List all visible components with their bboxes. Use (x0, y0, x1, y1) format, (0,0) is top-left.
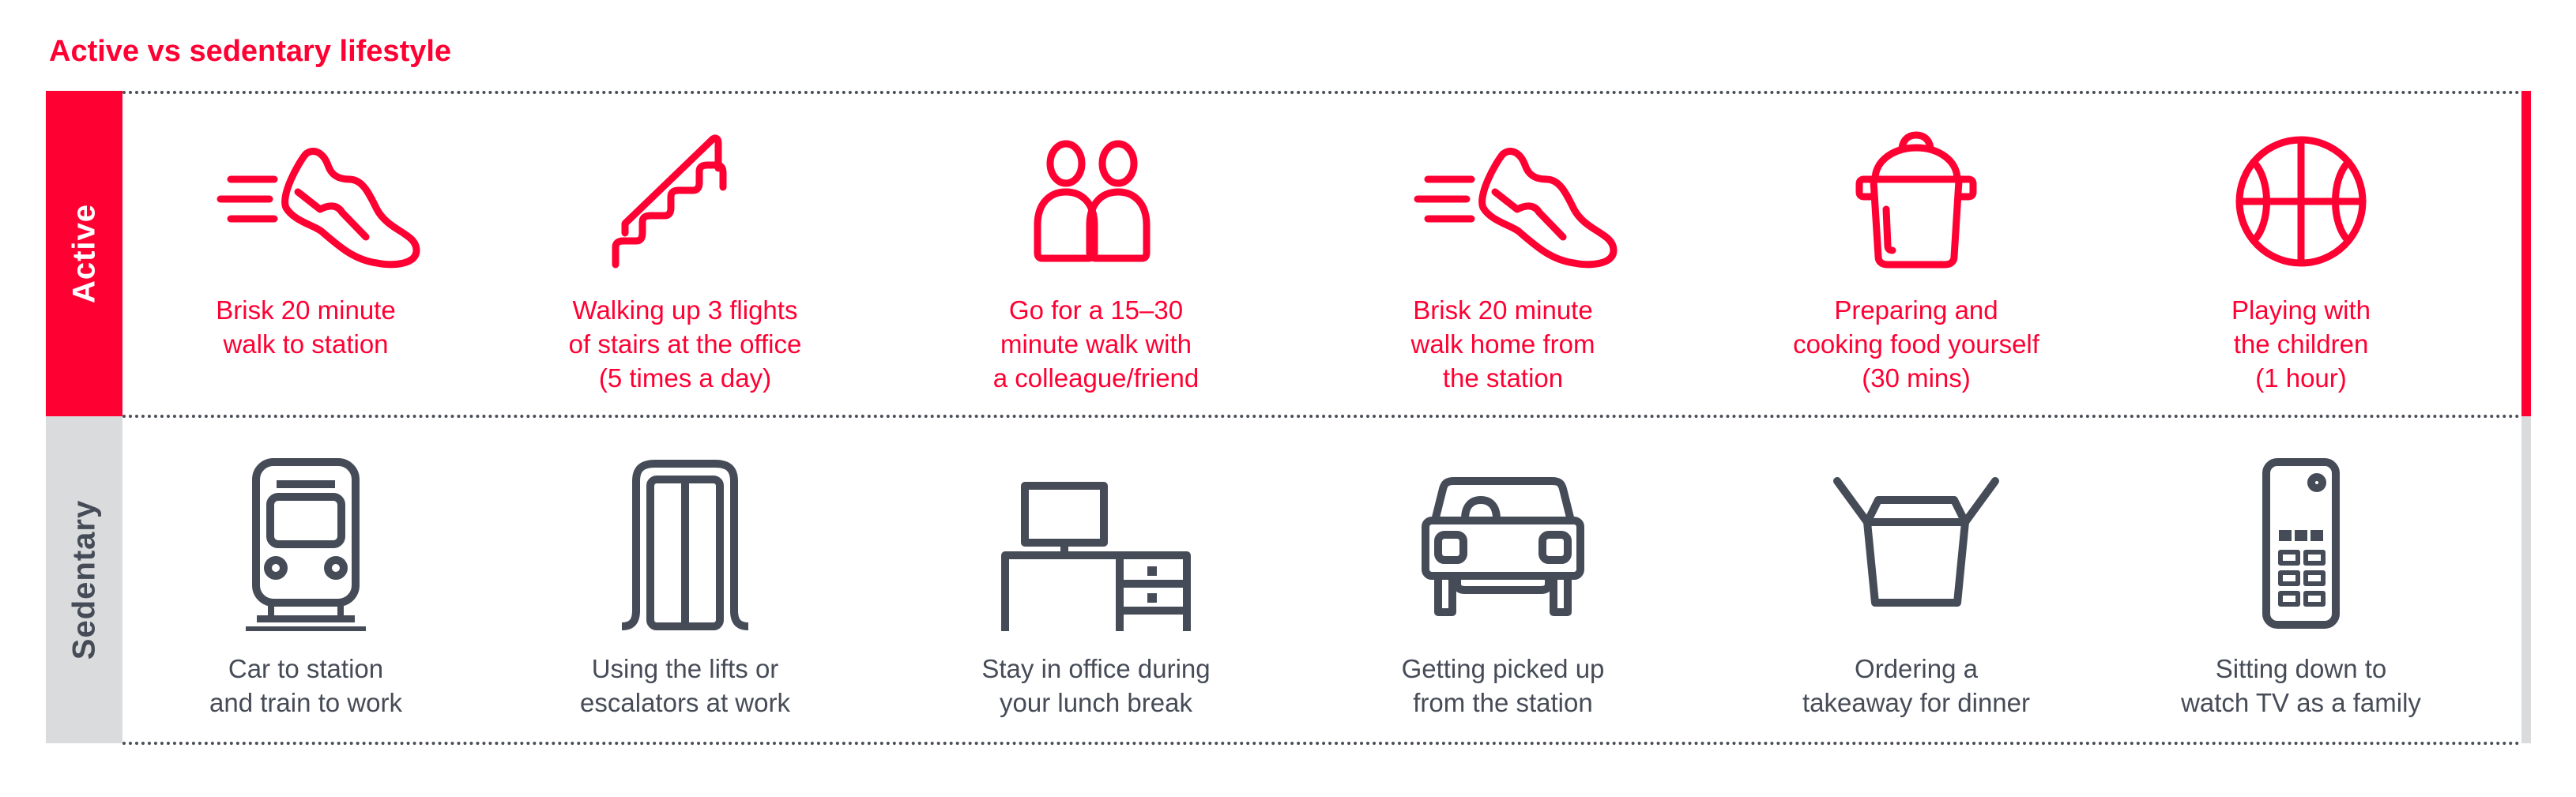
item-caption-line: of stairs at the office (568, 329, 802, 359)
divider-top (122, 91, 2521, 94)
active-right-bar (2521, 91, 2531, 416)
sedentary-row-label-bar: Sedentary (46, 416, 122, 743)
item-caption-line: (30 mins) (1862, 363, 1971, 393)
active-item: Preparing and cooking food yourself (30 … (1727, 130, 2106, 395)
item-caption-line: your lunch break (1000, 688, 1192, 717)
item-caption-line: Go for a 15–30 (1008, 295, 1184, 325)
item-caption-line: and train to work (209, 688, 402, 717)
sedentary-item: Sitting down to watch TV as a family (2111, 457, 2491, 720)
active-item: Brisk 20 minute walk home from the stati… (1313, 130, 1693, 395)
active-item: Brisk 20 minute walk to station (116, 130, 495, 361)
item-caption-line: walk home from (1410, 329, 1595, 359)
item-caption-line: Stay in office during (981, 654, 1211, 683)
lift-icon (621, 460, 749, 630)
item-caption-line: Getting picked up (1401, 654, 1605, 683)
item-caption-line: the children (2233, 329, 2369, 359)
item-caption-line: Brisk 20 minute (1413, 295, 1593, 325)
sedentary-item: Car to station and train to work (116, 457, 495, 720)
sedentary-row-label: Sedentary (66, 499, 101, 660)
item-caption-line: walk to station (223, 329, 389, 359)
train-icon (246, 458, 366, 631)
divider-middle (122, 415, 2521, 418)
item-caption-line: Playing with (2231, 295, 2371, 325)
item-caption-line: a colleague/friend (992, 363, 1199, 393)
running-shoe-icon (217, 148, 420, 269)
active-item: Walking up 3 flights of stairs at the of… (495, 130, 875, 395)
sedentary-right-bar (2521, 416, 2531, 743)
cooking-pot-icon (1855, 131, 1977, 269)
item-caption-line: Walking up 3 flights (572, 295, 798, 325)
item-caption-line: Sitting down to (2215, 654, 2387, 683)
takeaway-box-icon (1833, 477, 1999, 607)
sedentary-row: Sedentary Car to station and train to wo… (46, 415, 2531, 745)
car-icon (1422, 477, 1584, 616)
active-row-label-bar: Active (46, 91, 122, 416)
item-caption-line: (1 hour) (2255, 363, 2347, 393)
active-item: Go for a 15–30 minute walk with a collea… (906, 130, 1286, 395)
basketball-icon (2235, 136, 2367, 267)
active-row: Active Brisk 20 minute walk to station (46, 91, 2531, 416)
running-shoe-icon (1414, 148, 1618, 269)
item-caption-line: Ordering a (1855, 654, 1978, 683)
item-caption-line: (5 times a day) (598, 363, 772, 393)
item-caption-line: watch TV as a family (2181, 688, 2421, 717)
item-caption-line: cooking food yourself (1793, 329, 2039, 359)
item-caption-line: from the station (1413, 688, 1593, 717)
item-caption-line: Using the lifts or (591, 654, 779, 683)
sedentary-item: Using the lifts or escalators at work (495, 457, 875, 720)
sedentary-item: Ordering a takeaway for dinner (1727, 457, 2106, 720)
item-caption-line: Preparing and (1834, 295, 1998, 325)
active-row-label: Active (66, 203, 101, 304)
stairs-icon (612, 134, 727, 269)
divider-bottom (122, 742, 2521, 745)
active-item: Playing with the children (1 hour) (2111, 130, 2491, 395)
sedentary-item: Stay in office during your lunch break (906, 457, 1286, 720)
item-caption-line: Brisk 20 minute (216, 295, 396, 325)
item-caption-line: escalators at work (580, 688, 790, 717)
item-caption-line: Car to station (228, 654, 384, 683)
two-people-icon (1034, 140, 1151, 262)
item-caption-line: takeaway for dinner (1802, 688, 2030, 717)
page-title: Active vs sedentary lifestyle (49, 35, 452, 68)
item-caption-line: the station (1442, 363, 1564, 393)
office-desk-icon (1001, 482, 1191, 631)
sedentary-item: Getting picked up from the station (1313, 457, 1693, 720)
tv-remote-icon (2262, 458, 2340, 629)
item-caption-line: minute walk with (1000, 329, 1192, 359)
